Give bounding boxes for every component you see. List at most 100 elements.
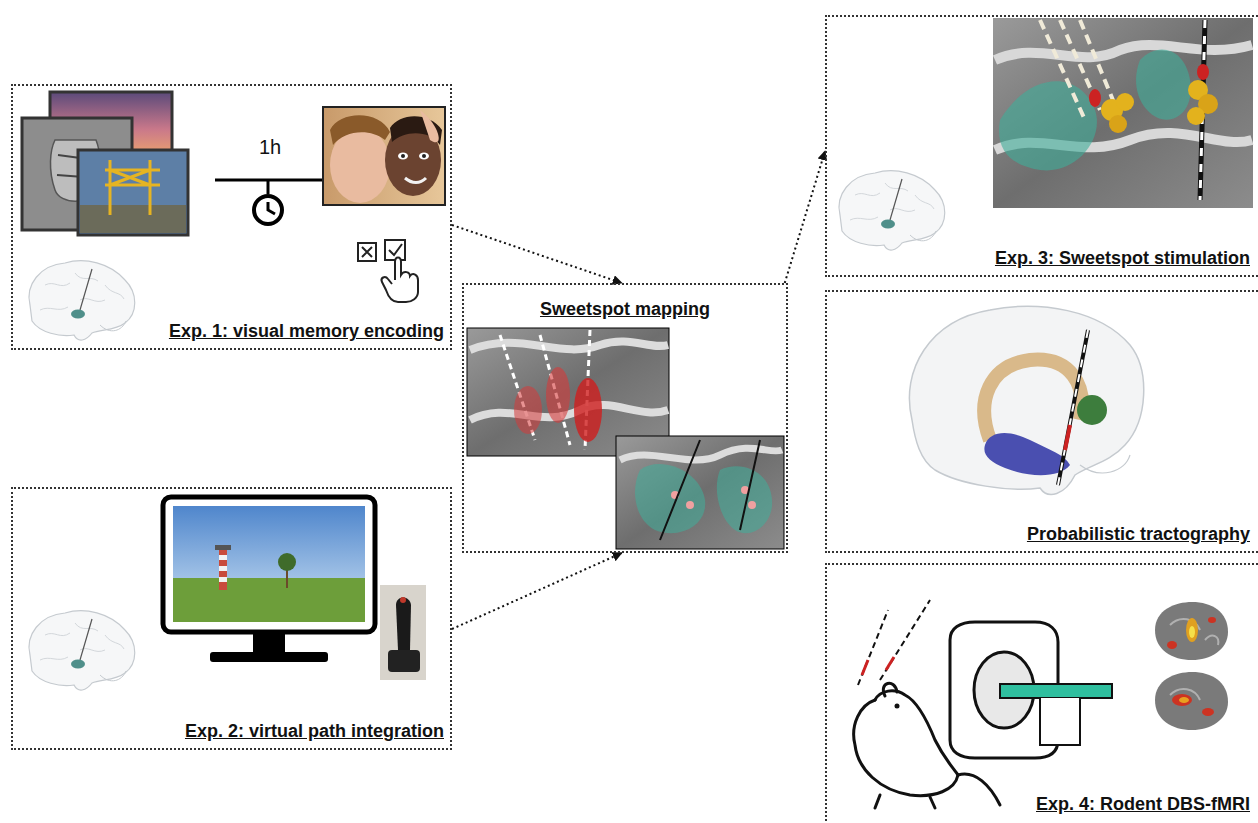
joystick-photo — [396, 598, 411, 651]
mri-sweetspot-image — [616, 436, 784, 549]
rat-outline — [854, 700, 958, 796]
monitor — [219, 577, 227, 582]
tractography-brain — [1058, 330, 1088, 485]
face-photo — [323, 107, 445, 205]
mri-sweetspot-image — [748, 501, 756, 509]
response-icon — [385, 240, 405, 260]
mri-stimulation-image — [1116, 93, 1134, 111]
experiment-title: Exp. 3: Sweetspot stimulation — [995, 248, 1250, 269]
tractography-brain — [909, 306, 1143, 494]
mri-sweetspot-image — [717, 466, 772, 533]
mri-stimulation-image — [999, 81, 1097, 170]
stimulus-images — [78, 150, 188, 235]
mri-scanner — [1000, 684, 1112, 698]
fmri-slices — [1167, 641, 1177, 649]
monitor — [219, 566, 227, 571]
face-photo — [401, 154, 405, 158]
mri-stimulation-image — [1187, 107, 1205, 125]
monitor — [173, 578, 365, 622]
delay-timeline — [268, 202, 275, 214]
fmri-slices — [1208, 617, 1216, 623]
monitor — [278, 553, 296, 571]
delay-timeline — [267, 180, 270, 194]
monitor — [219, 555, 227, 560]
rat-eye — [895, 704, 900, 709]
rodent-electrodes — [886, 657, 894, 670]
rat-outline — [875, 691, 958, 775]
mri-stimulation-image — [993, 18, 1253, 208]
rat-outline — [958, 774, 1000, 805]
mri-scanner — [1040, 698, 1080, 745]
tractography-brain — [984, 433, 1070, 475]
experiment-box: Exp. 4: Rodent DBS-fMRI — [825, 563, 1258, 823]
response-icon — [358, 243, 376, 261]
experiment-title: Exp. 1: visual memory encoding — [169, 321, 444, 342]
tractography-brain — [909, 306, 1143, 494]
fmri-slices — [1186, 618, 1198, 642]
tractography-brain — [1065, 425, 1070, 450]
rodent-electrodes — [858, 600, 930, 685]
face-photo — [323, 107, 445, 205]
stimulus-images — [105, 160, 160, 215]
response-icon — [358, 240, 418, 302]
monitor — [253, 632, 285, 654]
tractography-brain — [1080, 455, 1130, 473]
monitor — [163, 497, 375, 632]
brain-icon — [29, 261, 135, 340]
rat-outline — [883, 683, 897, 696]
monitor — [210, 652, 328, 662]
rodent-electrodes — [858, 610, 888, 685]
fmri-slices — [1155, 602, 1228, 730]
rodent-electrodes — [862, 660, 868, 675]
response-icon — [382, 258, 418, 303]
analysis-box: Probabilistic tractography — [825, 290, 1258, 553]
face-photo — [398, 153, 408, 160]
mri-sweetspot-image — [635, 464, 705, 533]
stimulus-images — [22, 92, 188, 235]
experiment-box: Exp. 3: Sweetspot stimulation — [825, 15, 1258, 277]
mri-sweetspot-image — [546, 367, 570, 423]
delay-timeline — [254, 196, 282, 224]
tractography-brain — [1077, 395, 1107, 425]
mri-sweetspot-image — [660, 440, 760, 540]
brain-icon — [29, 611, 135, 690]
mri-sweetspot-image — [574, 378, 602, 442]
stimulus-images — [80, 205, 186, 233]
mri-stimulation-image — [1089, 89, 1101, 107]
mri-stimulation-image — [993, 18, 1253, 208]
fmri-slices — [1155, 602, 1228, 660]
joystick-photo — [380, 585, 426, 680]
joystick-photo — [380, 585, 426, 680]
time-label: 1h — [259, 136, 281, 159]
joystick-photo — [400, 597, 406, 603]
fmri-slices — [1172, 694, 1192, 706]
mri-stimulation-image — [1136, 50, 1191, 120]
flow-arrow — [452, 225, 622, 283]
brain-icon — [839, 171, 945, 250]
mri-sweetspot-image — [686, 501, 694, 509]
experiment-box: Exp. 2: virtual path integration — [11, 487, 452, 750]
mapping-box: Sweetspot mapping — [462, 283, 788, 553]
flow-arrow — [452, 553, 622, 629]
experiment-title: Exp. 4: Rodent DBS-fMRI — [1036, 794, 1250, 815]
fmri-slices — [1155, 672, 1228, 730]
mri-scanner — [950, 622, 1112, 758]
mri-sweetspot-image — [514, 386, 542, 434]
face-photo — [422, 154, 426, 158]
monitor — [163, 497, 375, 662]
rodent-electrodes — [880, 600, 930, 680]
face-photo — [405, 178, 426, 183]
face-photo — [420, 110, 439, 142]
rat-outline — [875, 795, 935, 808]
experiment-title: Exp. 2: virtual path integration — [185, 721, 444, 742]
experiment-box: 1hExp. 1: visual memory encoding — [11, 84, 452, 350]
fmri-slices — [1202, 708, 1214, 716]
joystick-photo — [388, 650, 420, 672]
mri-sweetspot-image — [616, 436, 784, 549]
mri-sweetspot-image — [500, 330, 590, 450]
tractography-brain — [1058, 330, 1088, 485]
response-icon — [362, 247, 372, 257]
